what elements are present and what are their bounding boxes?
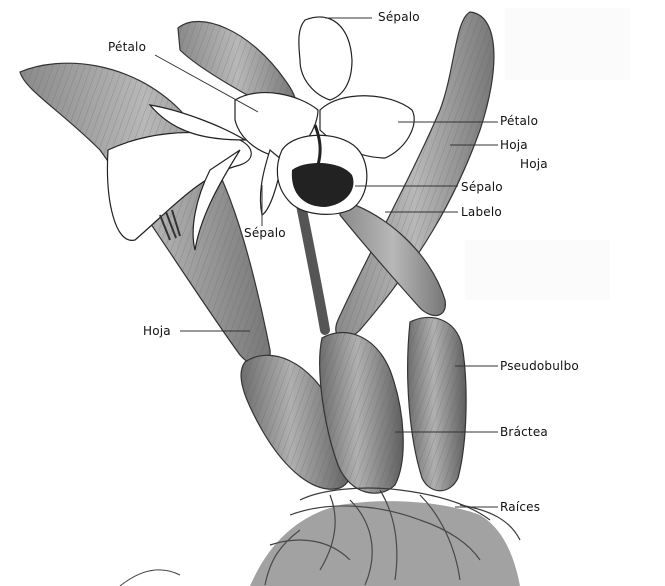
label-hoja-left: Hoja xyxy=(143,324,171,338)
blank-patch xyxy=(465,240,610,300)
grass xyxy=(120,570,180,586)
label-bractea: Bráctea xyxy=(500,425,548,439)
label-sepalo-top: Sépalo xyxy=(378,10,420,24)
label-petalo-right: Pétalo xyxy=(500,114,538,128)
label-sepalo-right: Sépalo xyxy=(461,180,503,194)
label-hoja-upper-2: Hoja xyxy=(520,157,548,171)
label-raices: Raíces xyxy=(500,500,540,514)
label-sepalo-left: Sépalo xyxy=(244,226,286,240)
soil xyxy=(250,501,520,586)
label-petalo-left: Pétalo xyxy=(108,40,146,54)
pseudobulb-right xyxy=(408,317,466,490)
label-labelo: Labelo xyxy=(461,205,502,219)
label-pseudobulbo: Pseudobulbo xyxy=(500,359,579,373)
blank-patch xyxy=(505,8,630,80)
label-hoja-upper: Hoja xyxy=(500,138,528,152)
stem xyxy=(300,200,325,330)
